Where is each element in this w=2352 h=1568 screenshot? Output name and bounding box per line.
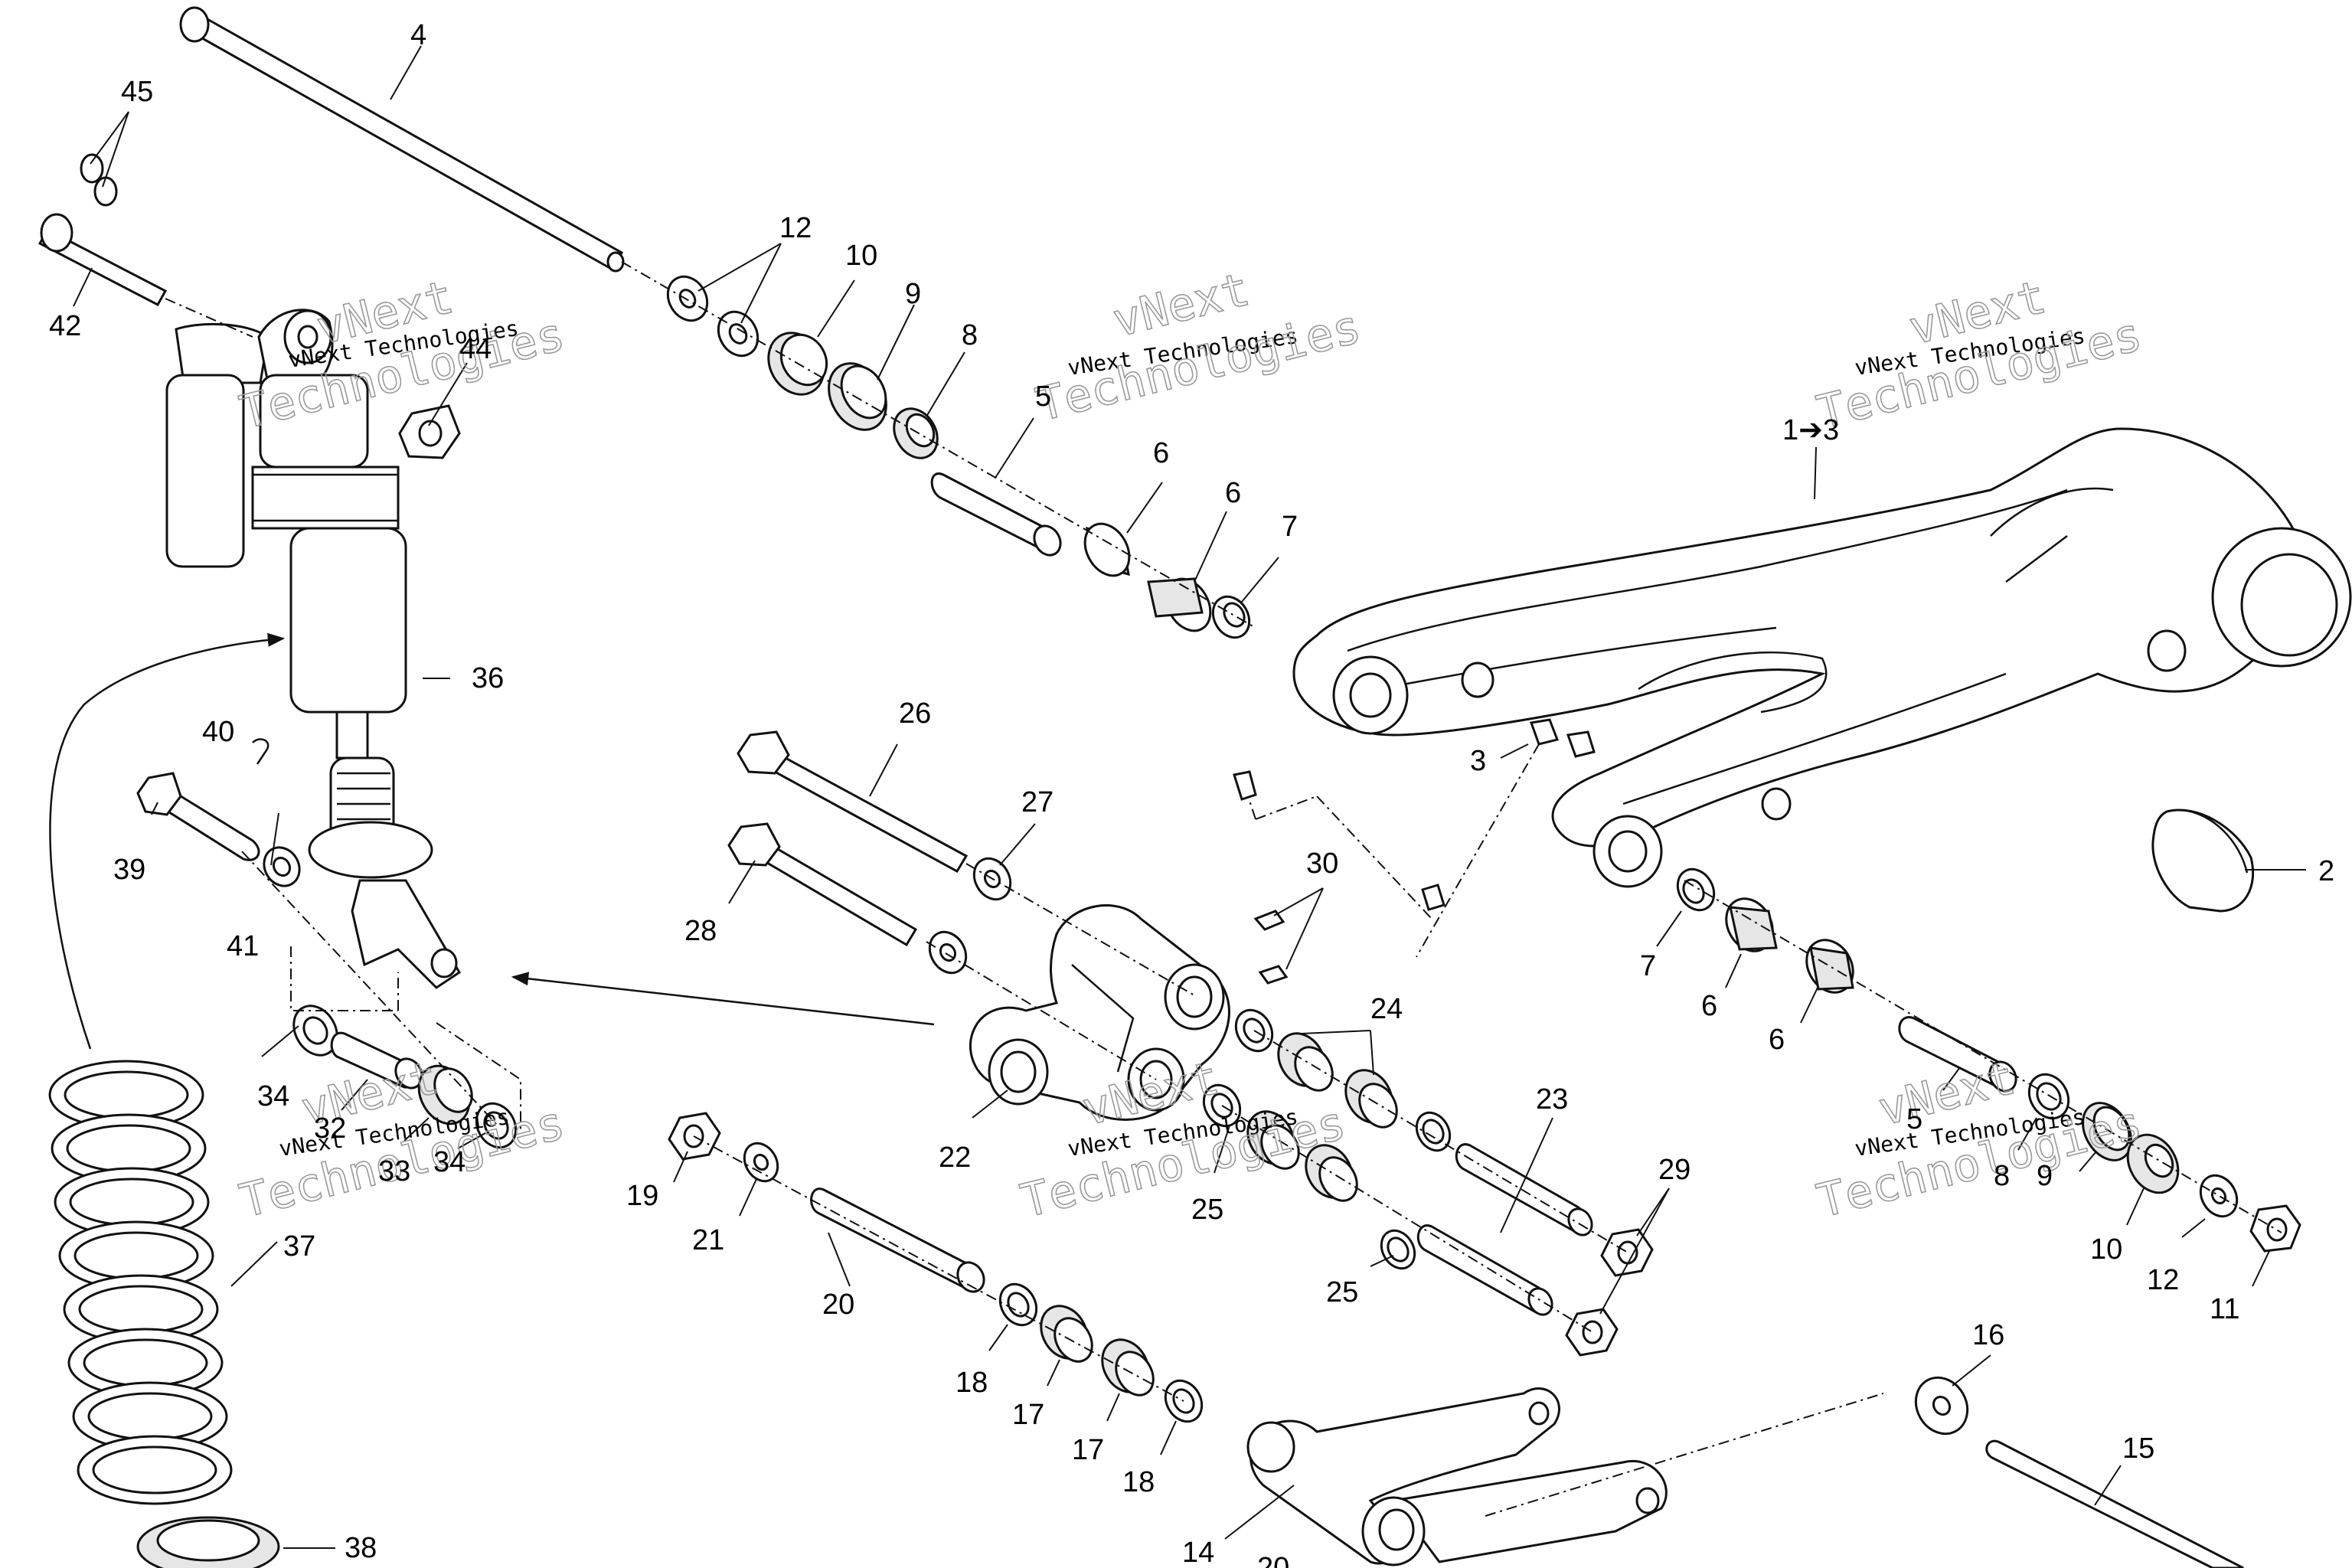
bolts-26-28: [727, 730, 1012, 975]
callout-29: 29: [1658, 1154, 1690, 1186]
callout-36: 36: [472, 662, 504, 694]
callout-labels: 4 45 42 44 12 10 9 8 5 6 6 7 1➔3 2 3 7 6…: [49, 19, 2334, 1568]
callout-6: 6: [1701, 990, 1717, 1022]
callout-18: 18: [1122, 1466, 1155, 1498]
callout-40: 40: [202, 716, 234, 748]
callout-39: 39: [113, 854, 145, 886]
callout-20: 20: [822, 1289, 854, 1321]
watermark-outline: Technologies: [1016, 1096, 1351, 1229]
callout-5: 5: [1035, 381, 1051, 413]
swingarm: [1292, 427, 2352, 888]
callout-3: 3: [1470, 745, 1486, 777]
callout-15: 15: [2122, 1432, 2154, 1465]
callout-30: 30: [1306, 848, 1338, 880]
callout-12: 12: [779, 212, 812, 244]
callout-8: 8: [962, 319, 978, 351]
callout-27: 27: [1021, 786, 1054, 818]
callout-34: 34: [433, 1146, 466, 1178]
callout-14: 14: [1182, 1537, 1214, 1568]
rubber-cap-2: [2151, 808, 2255, 913]
callout-8: 8: [1994, 1160, 2010, 1192]
callout-22: 22: [939, 1142, 971, 1174]
watermark-outline: Technologies: [1812, 1096, 2148, 1229]
callout-26: 26: [899, 697, 931, 730]
left-hardware: [38, 153, 461, 887]
upper-mount-stack: [666, 275, 1251, 639]
callout-17: 17: [1012, 1399, 1044, 1431]
assembly-arrows: [49, 632, 935, 1050]
callout-25: 25: [1191, 1194, 1223, 1226]
callout-44: 44: [459, 333, 492, 365]
callout-6: 6: [1225, 477, 1241, 509]
callout-5: 5: [1906, 1103, 1922, 1135]
callout-17: 17: [1072, 1434, 1104, 1466]
callout-32: 32: [314, 1112, 346, 1145]
grease-fittings-30: [1233, 718, 1596, 985]
upper-axle-4: [179, 6, 625, 273]
leader-lines: [73, 45, 2306, 1549]
callout-6: 6: [1153, 437, 1169, 469]
callout-4: 4: [410, 19, 426, 51]
lower-left-bushings: [292, 1004, 518, 1149]
callout-10: 10: [845, 240, 877, 272]
callout-12: 12: [2147, 1264, 2179, 1296]
callout-23: 23: [1536, 1083, 1568, 1116]
callout-6: 6: [1769, 1024, 1785, 1056]
callout-11: 11: [2210, 1293, 2239, 1325]
callout-7: 7: [1640, 950, 1656, 982]
spring-37: [48, 1060, 233, 1505]
callout-21: 21: [692, 1224, 724, 1256]
lower-right-stack: [1676, 867, 2301, 1253]
callout-28: 28: [684, 915, 717, 947]
callout-1-3: 1➔3: [1782, 414, 1839, 446]
callout-37: 37: [283, 1230, 315, 1263]
spring-seat-38: [136, 1516, 280, 1568]
links-14: [1246, 1387, 1668, 1566]
callout-2: 2: [2318, 855, 2334, 887]
callout-41: 41: [227, 930, 259, 962]
callout-20: 20: [1257, 1552, 1289, 1568]
callout-42: 42: [49, 310, 81, 342]
callout-7: 7: [1282, 511, 1298, 543]
callout-9: 9: [905, 278, 921, 310]
callout-34: 34: [257, 1080, 289, 1112]
bolt-15-16: [1914, 1376, 2244, 1568]
callout-33: 33: [378, 1155, 410, 1187]
callout-9: 9: [2037, 1160, 2053, 1192]
callout-10: 10: [2090, 1233, 2122, 1266]
callout-16: 16: [1972, 1319, 2004, 1351]
callout-38: 38: [345, 1532, 377, 1564]
callout-45: 45: [121, 76, 153, 108]
callout-18: 18: [956, 1367, 988, 1399]
center-lines: [165, 261, 2282, 1517]
callout-25: 25: [1326, 1276, 1358, 1308]
callout-24: 24: [1370, 993, 1403, 1025]
shock-absorber-36: [165, 309, 462, 989]
callout-19: 19: [626, 1180, 658, 1212]
center-bushings: [1202, 1008, 1654, 1357]
